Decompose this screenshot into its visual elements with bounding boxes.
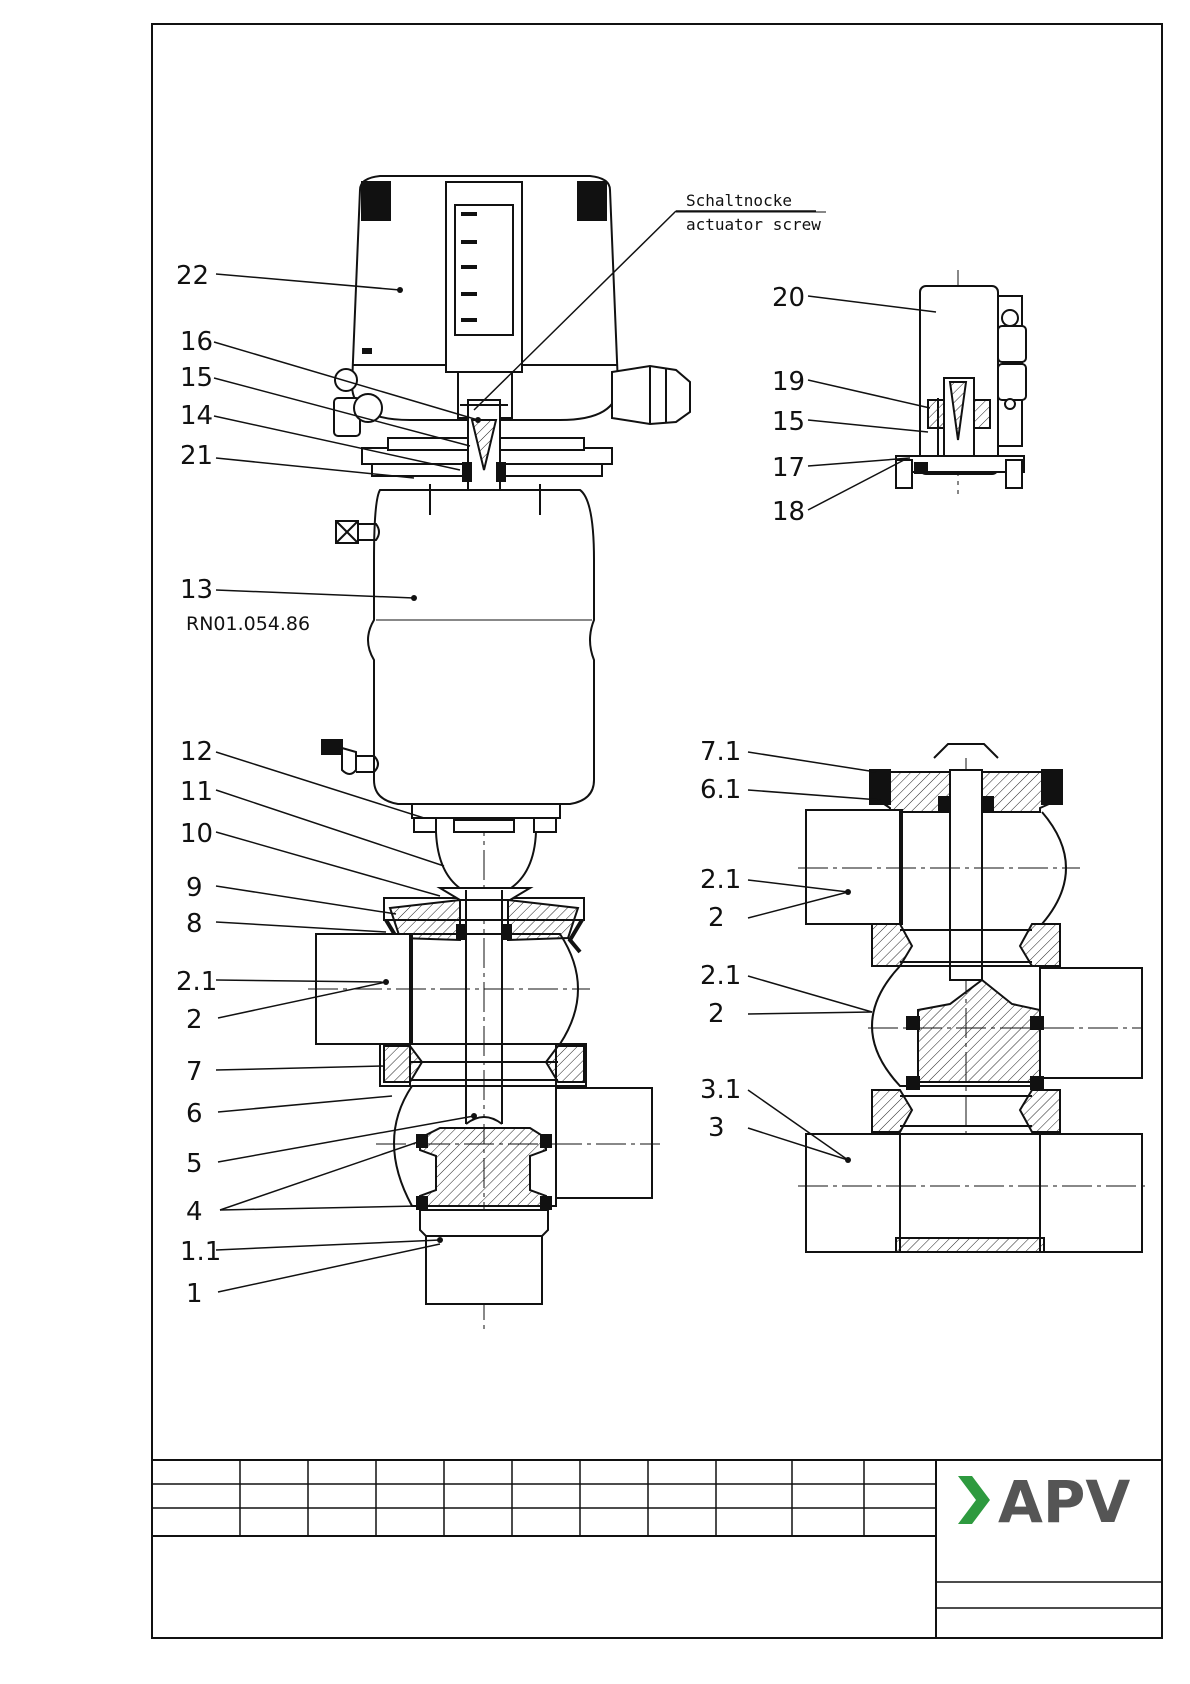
main-valve-assembly: [308, 176, 690, 1330]
apv-brand-text: APV: [998, 1468, 1130, 1536]
apv-arrow-icon: [958, 1476, 990, 1524]
label-11: 11: [180, 777, 213, 807]
apv-logo: APV: [958, 1468, 1130, 1536]
label-8: 8: [186, 909, 203, 939]
label-15: 15: [180, 363, 213, 393]
detail-label-15: 15: [772, 407, 805, 437]
detail-label-19: 19: [772, 367, 805, 397]
label-6: 6: [186, 1099, 203, 1129]
middle-housing: [380, 1044, 586, 1086]
right-label-2a: 2: [708, 903, 725, 933]
label-1: 1: [186, 1279, 203, 1309]
label-21: 21: [180, 441, 213, 471]
label-13: 13: [180, 575, 213, 605]
drawing-frame: [152, 24, 1162, 1638]
label-22: 22: [176, 261, 209, 291]
lower-housing: [376, 1086, 660, 1210]
detail-label-20: 20: [772, 283, 805, 313]
bottom-pipe: [420, 1210, 548, 1304]
note-line2: actuator screw: [686, 215, 821, 234]
right-label-3-1: 3.1: [700, 1075, 741, 1105]
label-7: 7: [186, 1057, 203, 1087]
main-part-labels: 22 16 15 14 21 13 RN01.054.86 12 11 10 9…: [176, 261, 310, 1309]
right-leader-dots: [845, 889, 851, 1163]
right-label-2b: 2: [708, 999, 725, 1029]
detail-label-18: 18: [772, 497, 805, 527]
note-line1: Schaltnocke: [686, 191, 792, 210]
right-label-6-1: 6.1: [700, 775, 741, 805]
lantern: [412, 804, 560, 894]
label-9: 9: [186, 873, 203, 903]
label-14: 14: [180, 401, 213, 431]
label-2-1: 2.1: [176, 967, 217, 997]
detail-label-17: 17: [772, 453, 805, 483]
note-label: Schaltnocke actuator screw: [676, 191, 826, 234]
label-4: 4: [186, 1197, 203, 1227]
right-label-3: 3: [708, 1113, 725, 1143]
right-section-assembly: [798, 744, 1150, 1252]
right-label-2-1b: 2.1: [700, 961, 741, 991]
right-label-7-1: 7.1: [700, 737, 741, 767]
right-part-labels: 7.1 6.1 2.1 2 2.1 2 3.1 3: [700, 737, 741, 1143]
control-top: [334, 176, 690, 436]
label-1-1: 1.1: [180, 1237, 221, 1267]
detail-leader-lines: [808, 296, 936, 510]
label-12: 12: [180, 737, 213, 767]
right-label-2-1a: 2.1: [700, 865, 741, 895]
detail-part-labels: 20 19 15 17 18: [772, 283, 805, 527]
label-10: 10: [180, 819, 213, 849]
label-5: 5: [186, 1149, 203, 1179]
actuator-body: [322, 484, 594, 804]
label-2: 2: [186, 1005, 203, 1035]
detail-view-sensor: [896, 270, 1026, 494]
label-16: 16: [180, 327, 213, 357]
label-13-code: RN01.054.86: [186, 613, 310, 635]
